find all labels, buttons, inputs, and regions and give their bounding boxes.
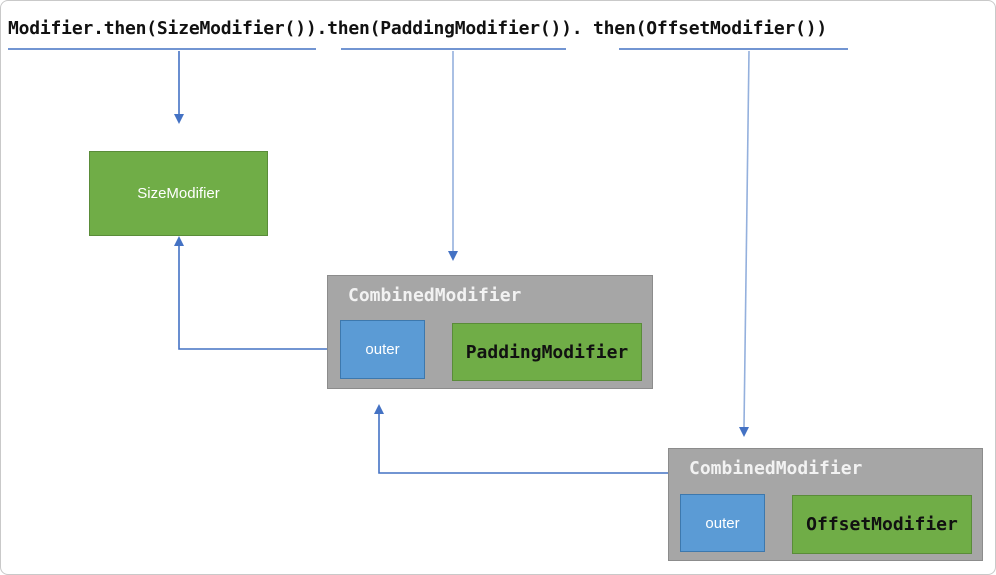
combined-modifier-2-title: CombinedModifier <box>689 458 863 479</box>
arrowhead-down-icon <box>739 427 749 437</box>
combined-modifier-1-title: CombinedModifier <box>348 285 522 306</box>
code-expression: Modifier.then(SizeModifier()).then(Paddi… <box>8 18 828 39</box>
arrow-outer1-to-size-modifier <box>178 245 339 350</box>
node-offset-modifier: OffsetModifier <box>792 495 972 554</box>
outer-2-label: outer <box>705 514 740 532</box>
node-combined-modifier-1: CombinedModifier outer PaddingModifier <box>327 275 653 389</box>
arrow-to-combined-2 <box>743 50 750 428</box>
arrow-combined2-to-combined1 <box>378 413 668 474</box>
node-outer-1: outer <box>340 320 425 379</box>
arrowhead-up-icon <box>374 404 384 414</box>
node-size-modifier: SizeModifier <box>89 151 268 236</box>
padding-modifier-label: PaddingModifier <box>465 341 629 363</box>
node-padding-modifier: PaddingModifier <box>452 323 642 381</box>
arrowhead-up-icon <box>174 236 184 246</box>
node-outer-2: outer <box>680 494 765 552</box>
outer-1-label: outer <box>365 341 400 358</box>
node-combined-modifier-2: CombinedModifier outer OffsetModifier <box>668 448 983 561</box>
arrowhead-down-icon <box>448 251 458 261</box>
arrowhead-down-icon <box>174 114 184 124</box>
offset-modifier-label: OffsetModifier <box>806 514 958 535</box>
size-modifier-label: SizeModifier <box>137 185 220 202</box>
